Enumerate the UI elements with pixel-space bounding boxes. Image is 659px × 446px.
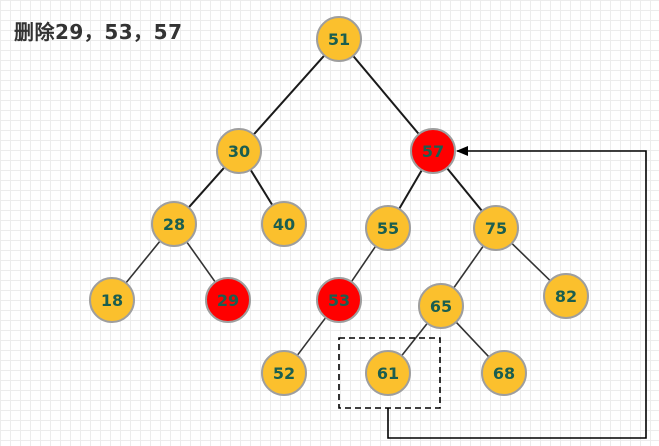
tree-node-28: 28 xyxy=(151,201,197,247)
replacement-arrow xyxy=(387,146,647,439)
node-label-52: 52 xyxy=(273,364,295,383)
edge-28-18 xyxy=(125,240,161,284)
edge-51-57 xyxy=(352,55,420,135)
edge-28-29 xyxy=(186,241,216,283)
edges-layer xyxy=(125,54,551,358)
node-label-29: 29 xyxy=(217,291,239,310)
tree-node-40: 40 xyxy=(261,201,307,247)
tree-node-65: 65 xyxy=(418,283,464,329)
node-label-18: 18 xyxy=(101,291,123,310)
tree-node-29: 29 xyxy=(205,277,251,323)
node-circle-29 xyxy=(205,277,251,323)
node-label-55: 55 xyxy=(377,219,399,238)
node-circle-65 xyxy=(418,283,464,329)
node-label-65: 65 xyxy=(430,297,452,316)
highlight-box-61 xyxy=(338,337,441,409)
node-label-61: 61 xyxy=(377,364,399,383)
tree-node-75: 75 xyxy=(473,205,519,251)
node-circle-53 xyxy=(316,277,362,323)
edge-51-30 xyxy=(252,54,326,136)
node-label-53: 53 xyxy=(328,291,350,310)
node-circle-61 xyxy=(365,350,411,396)
diagram-title: 删除29，53，57 xyxy=(14,20,183,44)
node-label-57: 57 xyxy=(422,142,444,161)
node-label-82: 82 xyxy=(555,287,577,306)
nodes-layer: 51 30 57 28 40 55 75 18 29 53 65 82 52 61 68 xyxy=(89,16,589,396)
edge-30-28 xyxy=(187,166,226,209)
edge-57-75 xyxy=(446,167,483,212)
edge-65-61 xyxy=(401,322,428,357)
tree-node-52: 52 xyxy=(261,350,307,396)
edge-30-40 xyxy=(249,169,274,206)
tree-node-53: 53 xyxy=(316,277,362,323)
edge-75-82 xyxy=(511,242,551,282)
node-circle-75 xyxy=(473,205,519,251)
node-circle-51 xyxy=(316,16,362,62)
node-circle-30 xyxy=(216,128,262,174)
tree-node-18: 18 xyxy=(89,277,135,323)
node-circle-52 xyxy=(261,350,307,396)
node-circle-82 xyxy=(543,273,589,319)
node-circle-28 xyxy=(151,201,197,247)
edge-55-53 xyxy=(350,245,377,283)
node-circle-40 xyxy=(261,201,307,247)
node-label-30: 30 xyxy=(228,142,250,161)
tree-node-68: 68 xyxy=(481,350,527,396)
tree-node-61: 61 xyxy=(365,350,411,396)
node-label-40: 40 xyxy=(273,215,295,234)
tree-node-57: 57 xyxy=(410,128,456,174)
edge-53-52 xyxy=(296,317,327,356)
overlay-layer xyxy=(338,146,647,439)
node-label-75: 75 xyxy=(485,219,507,238)
node-label-28: 28 xyxy=(163,215,185,234)
node-circle-18 xyxy=(89,277,135,323)
node-circle-57 xyxy=(410,128,456,174)
tree-node-51: 51 xyxy=(316,16,362,62)
node-circle-68 xyxy=(481,350,527,396)
node-label-68: 68 xyxy=(493,364,515,383)
edge-65-68 xyxy=(455,321,490,358)
tree-node-82: 82 xyxy=(543,273,589,319)
tree-node-30: 30 xyxy=(216,128,262,174)
edge-75-65 xyxy=(453,245,484,289)
edge-57-55 xyxy=(398,169,423,210)
tree-node-55: 55 xyxy=(365,205,411,251)
node-circle-55 xyxy=(365,205,411,251)
node-label-51: 51 xyxy=(328,30,350,49)
